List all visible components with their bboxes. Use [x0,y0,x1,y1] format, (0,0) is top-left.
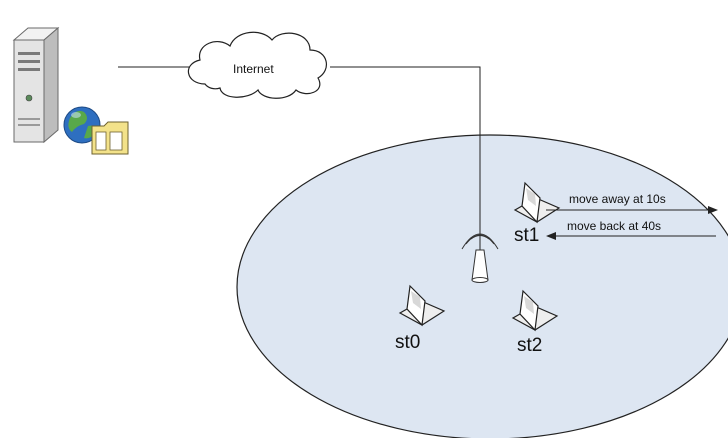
laptop-st1-icon [513,181,561,224]
coverage-area [236,134,728,438]
move-back-label: move back at 40s [567,219,661,233]
laptop-st0-icon [398,284,446,327]
move-away-arrow [546,206,718,214]
internet-cloud [188,31,327,99]
move-back-arrow [546,232,716,240]
access-point-icon [461,233,499,283]
laptop-st2-icon [511,289,559,332]
server-icon [12,26,60,144]
station-label-st0: st0 [395,332,420,353]
station-label-st1: st1 [514,225,539,246]
station-label-st2: st2 [517,335,542,356]
internet-to-ap-link [330,66,481,250]
move-away-label: move away at 10s [569,192,666,206]
internet-label: Internet [233,62,274,76]
folder-icon [91,121,129,155]
